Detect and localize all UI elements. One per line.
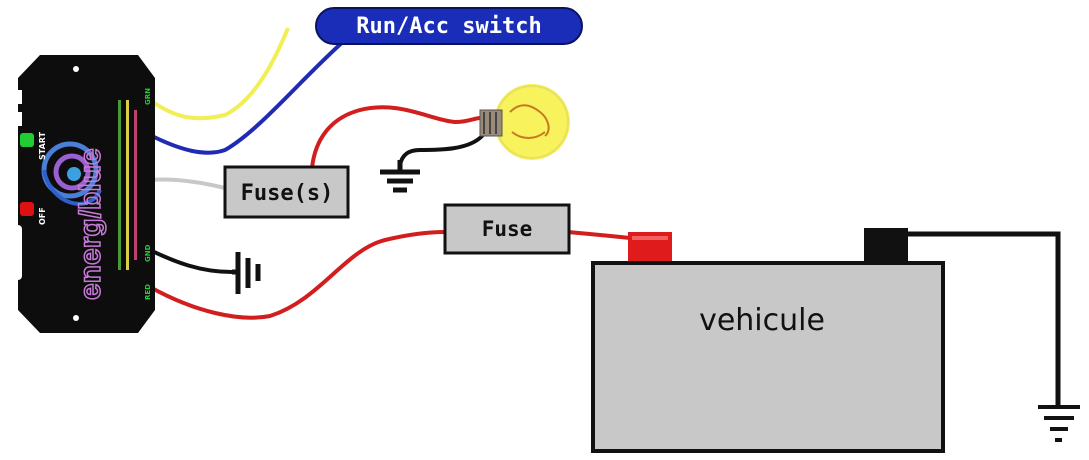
battery-ground-wire [905, 231, 1061, 405]
lamp-red-wire [310, 105, 481, 169]
device-red-wire [149, 230, 446, 320]
swirl-logo-icon [41, 141, 102, 206]
battery-label: vehicule [699, 303, 825, 338]
switch-label: Run/Acc switch [356, 14, 541, 39]
switch-pill [315, 7, 583, 45]
device-ground-wire [149, 248, 233, 274]
battery-ground-symbol-icon [1038, 405, 1080, 442]
yellow-wire [148, 27, 290, 121]
blue-wire [149, 38, 347, 155]
fuses-box [223, 165, 350, 219]
fuse-box [443, 203, 571, 255]
device-brand-label: energ/blue [74, 148, 107, 300]
device-gnd-label: GND [144, 244, 152, 262]
light-bulb-icon [479, 84, 570, 160]
device-grn-label: GRN [144, 88, 152, 105]
device-start-label: START [38, 131, 47, 160]
battery-red-wire [567, 230, 631, 240]
lamp-ground-wire [398, 133, 485, 166]
device-off-label: OFF [38, 207, 47, 225]
battery-icon [591, 228, 945, 453]
green-led-icon [20, 133, 34, 147]
device-red-label: RED [144, 284, 152, 300]
gray-wire [149, 177, 226, 190]
controller-device-icon [6, 55, 155, 333]
lamp-ground-symbol-icon [380, 160, 420, 193]
red-led-icon [20, 202, 34, 216]
fuse-label: Fuse [482, 217, 533, 241]
fuses-label: Fuse(s) [241, 181, 334, 206]
device-ground-symbol-icon [232, 252, 261, 294]
